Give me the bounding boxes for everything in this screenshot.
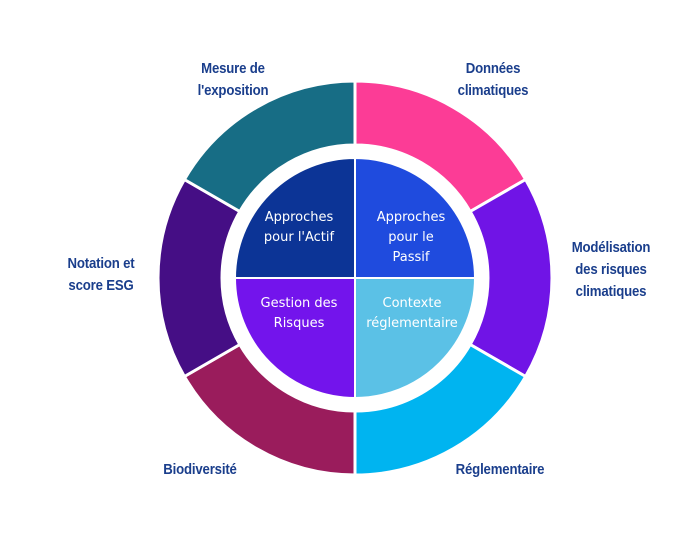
label-modelisation-risques: Modélisation des risques climatiques (571, 239, 651, 300)
quadrant-contexte-reglementaire (354, 277, 477, 400)
quadrant-label-gestion-risques: Gestion des Risques (260, 296, 338, 331)
label-reglementaire: Réglementaire (455, 461, 545, 478)
quadrant-approches-passif (354, 156, 477, 279)
inner-circle (233, 156, 477, 400)
label-mesure-exposition: Mesure de l'exposition (197, 60, 269, 99)
label-biodiversite: Biodiversité (163, 461, 237, 478)
segment-notation-esg (156, 177, 242, 379)
segment-modelisation-risques (468, 177, 554, 379)
quadrant-gestion-risques (233, 277, 356, 400)
outer-ring (156, 79, 554, 477)
segment-mesure-exposition (182, 79, 357, 214)
quadrant-label-passif: Approches pour le Passif (376, 210, 446, 265)
label-notation-esg: Notation et score ESG (67, 255, 135, 294)
quadrant-label-contexte: Contexte réglementaire (366, 296, 458, 331)
label-donnees-climatiques: Données climatiques (457, 60, 529, 99)
quadrant-label-actif: Approches pour l'Actif (263, 210, 335, 245)
quadrant-approches-actif (233, 156, 356, 279)
